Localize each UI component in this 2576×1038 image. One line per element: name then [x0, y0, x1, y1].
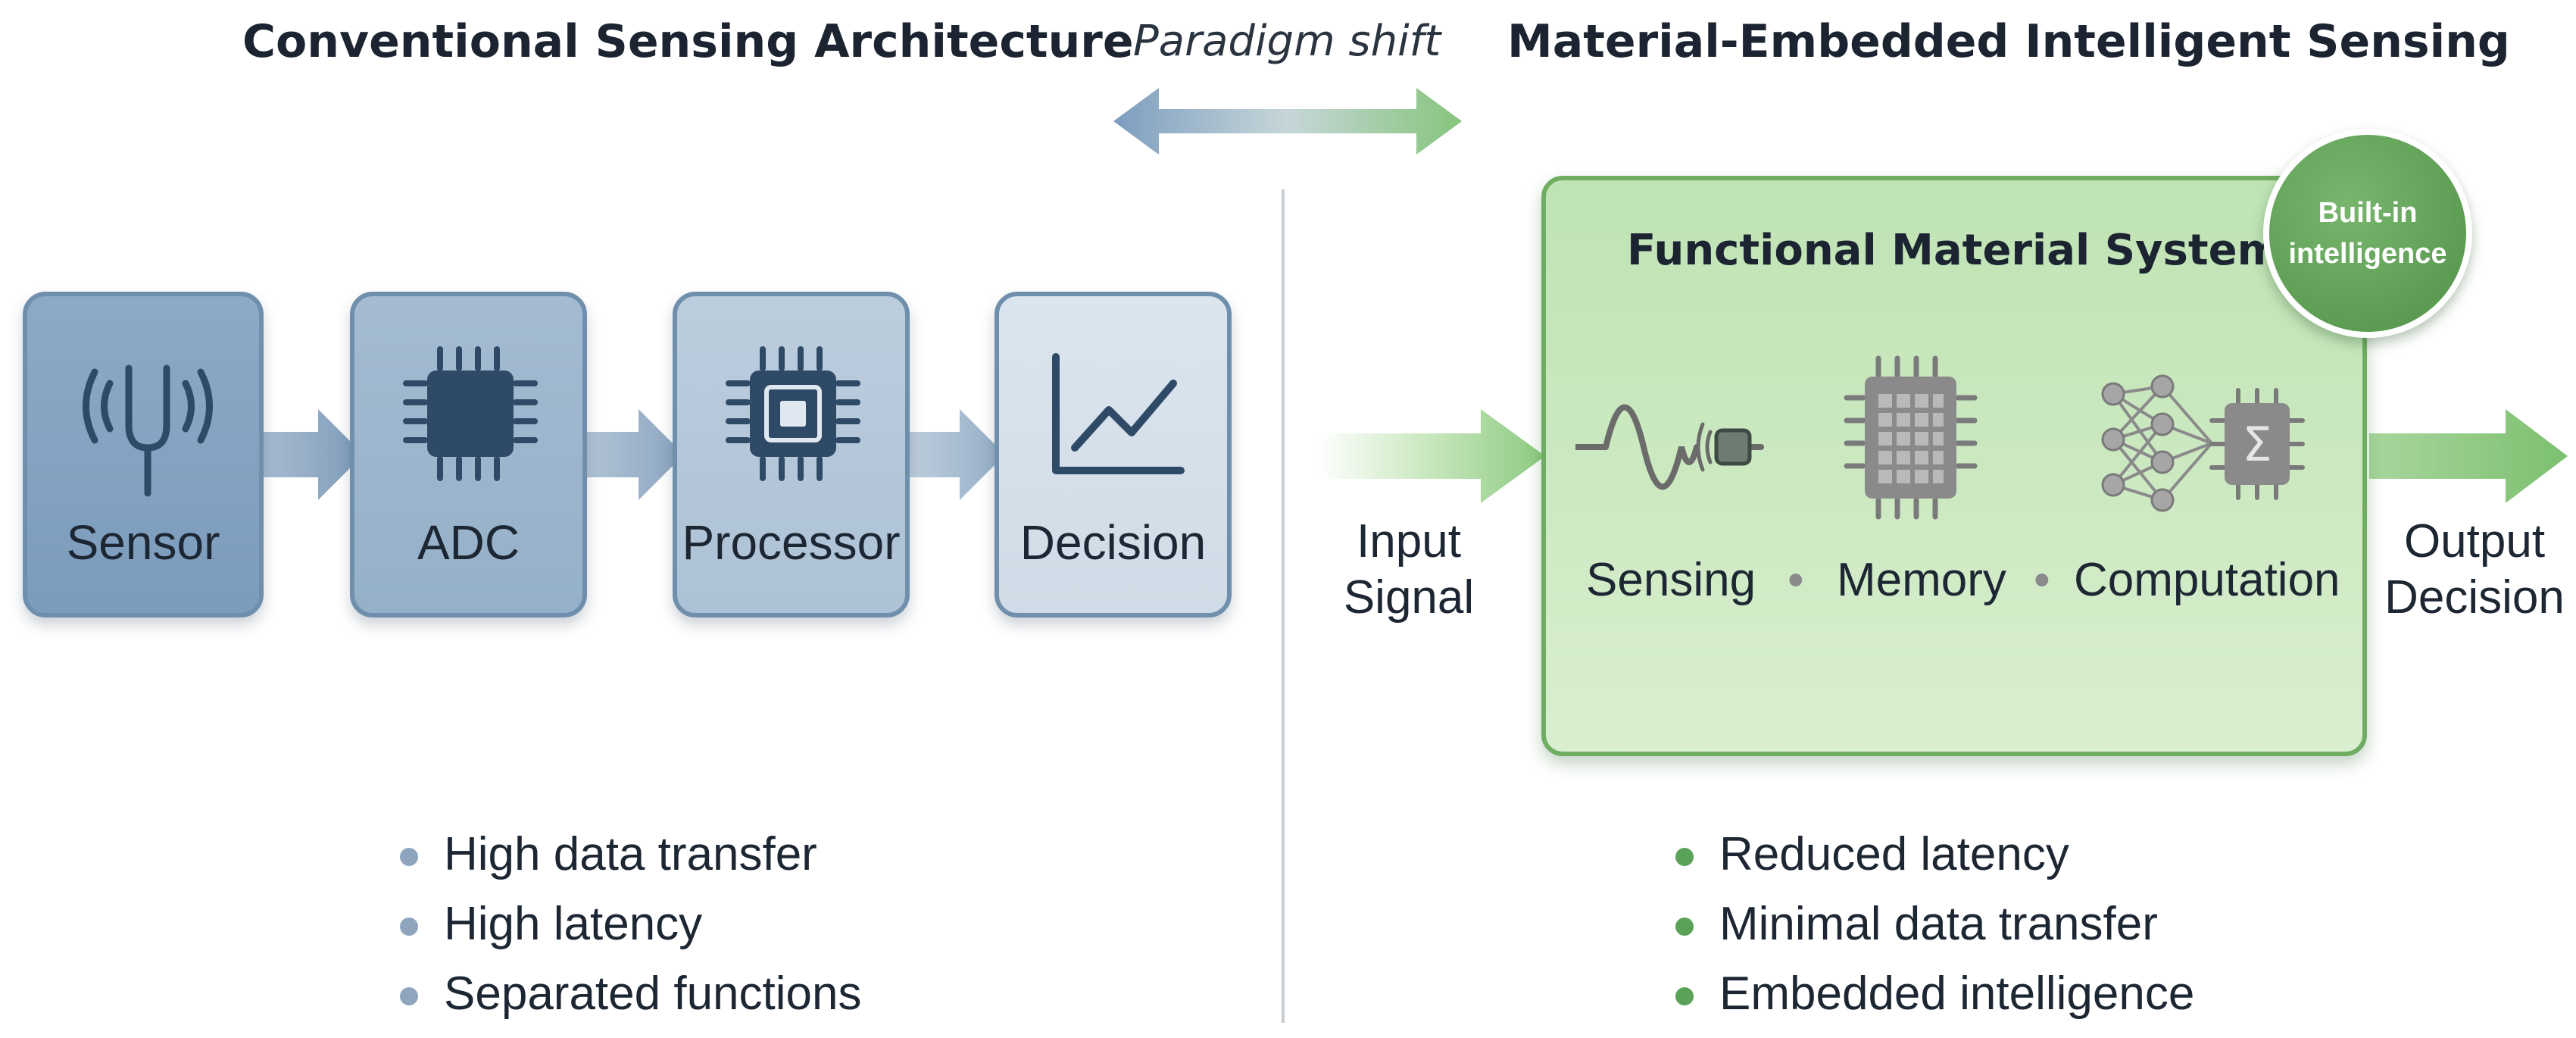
bullet-dot — [1675, 918, 1694, 936]
material-bullet-list: Reduced latency Minimal data transfer Em… — [1675, 820, 2194, 1029]
list-item: Embedded intelligence — [1675, 959, 2194, 1029]
bullet-text: Embedded intelligence — [1719, 968, 2195, 1020]
bullet-text: Reduced latency — [1719, 828, 2069, 880]
output-label-line-2: Decision — [2384, 571, 2565, 624]
pipeline-arrow-3 — [899, 409, 1005, 500]
decision-label: Decision — [1019, 515, 1207, 570]
adc-label: ADC — [417, 515, 520, 570]
sensor-label: Sensor — [66, 515, 220, 570]
section-divider — [1282, 189, 1285, 1023]
sensing-label: Sensing — [1586, 554, 1756, 606]
conventional-bullet-list: High data transfer High latency Separate… — [400, 820, 862, 1029]
separator-dot-2: • — [2034, 554, 2050, 606]
bullet-dot — [1675, 987, 1694, 1005]
adc-block: ADC — [350, 292, 587, 617]
list-item: Reduced latency — [1675, 820, 2194, 889]
processor-block: Processor — [673, 292, 910, 617]
memory-label: Memory — [1837, 554, 2006, 606]
bullet-text: High data transfer — [444, 828, 817, 880]
separator-dot-1: • — [1788, 554, 1804, 606]
material-title: Material-Embedded Intelligent Sensing — [1507, 15, 2510, 68]
waveform-sensor-icon — [1575, 404, 1764, 490]
computation-label: Computation — [2074, 554, 2340, 606]
input-label-line-2: Signal — [1343, 571, 1475, 624]
svg-text:Σ: Σ — [2242, 417, 2272, 472]
conventional-title: Conventional Sensing Architecture — [242, 15, 1134, 68]
output-label-line-1: Output — [2403, 515, 2546, 567]
bullet-dot — [400, 987, 418, 1005]
pipeline-arrow-2 — [578, 409, 684, 500]
chip-icon — [403, 346, 538, 481]
paradigm-shift-arrow — [1113, 88, 1462, 155]
line-chart-icon — [1052, 353, 1185, 474]
functional-material-system-title: Functional Material System — [1626, 226, 2281, 275]
input-arrow — [1318, 409, 1545, 503]
output-decision-label: Output Decision — [2377, 514, 2572, 626]
list-item: High data transfer — [400, 820, 862, 889]
processor-chip-icon — [726, 346, 860, 481]
badge-line-1: Built-in — [2318, 197, 2418, 229]
list-item: Minimal data transfer — [1675, 889, 2194, 959]
bullet-text: Minimal data transfer — [1719, 898, 2158, 950]
bullet-dot — [1675, 848, 1694, 866]
badge-line-2: intelligence — [2288, 238, 2447, 270]
decision-block: Decision — [994, 292, 1232, 617]
processor-label: Processor — [682, 515, 901, 570]
paradigm-shift-label: Paradigm shift — [1133, 17, 1441, 66]
output-arrow — [2369, 409, 2568, 503]
bullet-dot — [400, 918, 418, 936]
bullet-dot — [400, 848, 418, 866]
input-label-line-1: Input — [1357, 515, 1461, 567]
tuning-fork-icon — [83, 364, 213, 497]
bullet-text: High latency — [444, 898, 703, 950]
list-item: High latency — [400, 889, 862, 959]
memory-chip-icon — [1844, 355, 1978, 520]
neural-network-sum-icon: Σ — [2101, 374, 2305, 512]
pipeline-arrow-1 — [258, 409, 364, 500]
list-item: Separated functions — [400, 959, 862, 1029]
built-in-intelligence-badge: Built-in intelligence — [2263, 129, 2472, 338]
bullet-text: Separated functions — [444, 968, 862, 1020]
input-signal-label: Input Signal — [1318, 514, 1500, 626]
sensor-block: Sensor — [23, 292, 264, 617]
